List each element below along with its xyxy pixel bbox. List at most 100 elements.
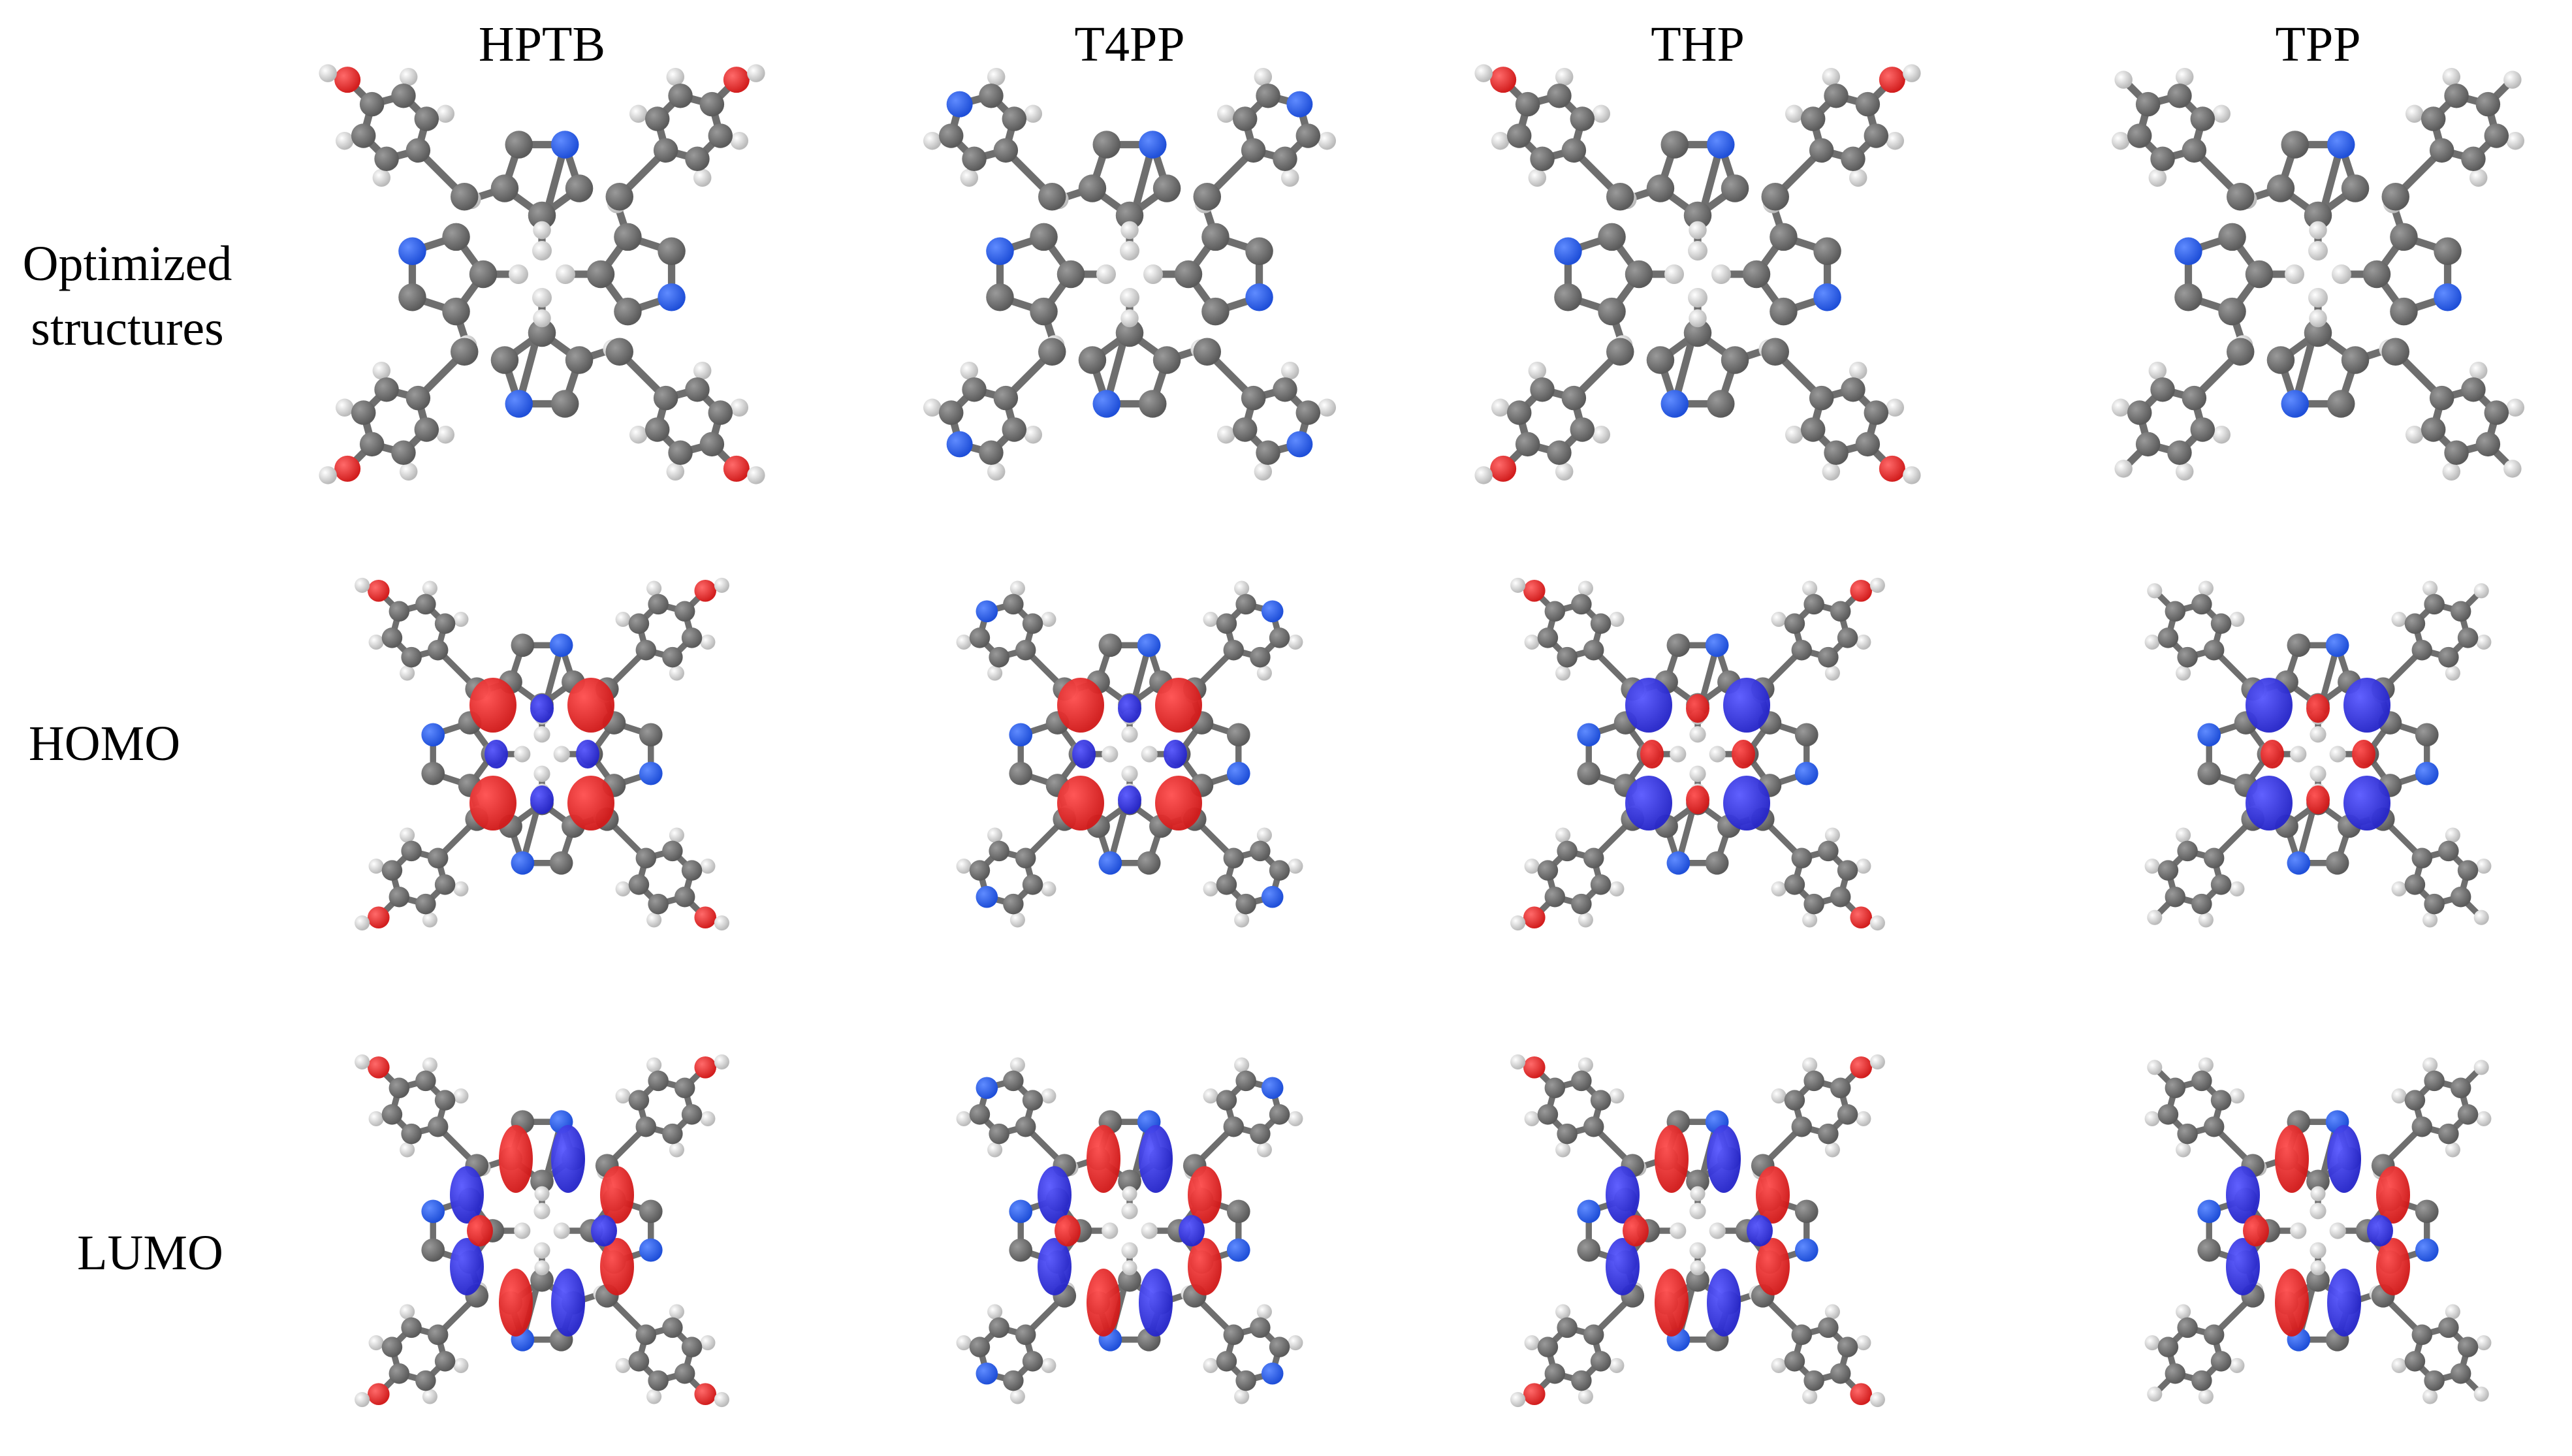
- carbon-atom: [414, 106, 439, 131]
- hydrogen-atom: [1510, 577, 1526, 593]
- porphyrin-molecule: [923, 67, 1337, 481]
- nitrogen-atom: [1137, 633, 1161, 657]
- hydrogen-atom: [1041, 881, 1056, 896]
- hydrogen-atom: [714, 1392, 729, 1408]
- carbon-atom: [2177, 840, 2198, 862]
- nitrogen-atom: [946, 91, 973, 118]
- carbon-atom: [938, 123, 964, 148]
- carbon-atom: [1152, 346, 1181, 374]
- carbon-atom: [1818, 646, 1839, 668]
- carbon-atom: [1015, 847, 1036, 869]
- carbon-atom: [1813, 237, 1841, 265]
- hydrogen-atom: [1856, 859, 1871, 874]
- carbon-atom: [1015, 1324, 1036, 1346]
- carbon-atom: [986, 283, 1014, 311]
- carbon-atom: [708, 123, 733, 148]
- positive-lobe: [2352, 740, 2375, 768]
- negative-lobe: [1038, 1166, 1072, 1224]
- hydrogen-atom: [422, 912, 437, 928]
- porphyrin-molecule: [2111, 67, 2525, 481]
- positive-lobe: [1055, 1215, 1081, 1246]
- hydrogen-atom: [2308, 288, 2328, 308]
- carbon-atom: [635, 639, 657, 661]
- carbon-atom: [2475, 432, 2501, 457]
- hydrogen-atom: [1709, 746, 1726, 763]
- carbon-atom: [2415, 1199, 2439, 1224]
- hydrogen-atom: [1141, 1222, 1158, 1239]
- carbon-atom: [1235, 1070, 1256, 1092]
- carbon-atom: [1152, 174, 1181, 202]
- carbon-atom: [2218, 223, 2246, 251]
- carbon-atom: [1232, 417, 1258, 442]
- carbon-atom: [1803, 893, 1824, 915]
- hydrogen-atom: [1009, 1389, 1025, 1404]
- carbon-atom: [2182, 138, 2207, 163]
- carbon-atom: [614, 297, 642, 326]
- hydrogen-atom: [2310, 1203, 2326, 1220]
- carbon-atom: [1830, 1363, 1851, 1384]
- hydrogen-atom: [2144, 634, 2160, 650]
- nitrogen-atom: [511, 851, 535, 875]
- positive-lobe: [469, 776, 516, 831]
- carbon-atom: [1583, 639, 1604, 661]
- carbon-atom: [1250, 1317, 1271, 1338]
- carbon-atom: [1506, 123, 1532, 148]
- hydrogen-atom: [1869, 1392, 1885, 1408]
- hydrogen-atom: [1822, 67, 1841, 86]
- hydrogen-atom: [422, 1057, 437, 1073]
- hydrogen-atom: [730, 131, 749, 150]
- carbon-atom: [414, 417, 439, 442]
- carbon-atom: [1791, 1324, 1813, 1346]
- carbon-atom: [1250, 646, 1271, 668]
- hydrogen-atom: [2329, 1222, 2346, 1239]
- nitrogen-atom: [2415, 1238, 2439, 1262]
- carbon-atom: [389, 886, 410, 908]
- molecule-rendering: [2144, 1057, 2492, 1404]
- hydrogen-atom: [1510, 1054, 1526, 1069]
- nitrogen-atom: [1139, 131, 1167, 159]
- carbon-atom: [1837, 1104, 1858, 1125]
- carbon-atom: [2127, 123, 2152, 148]
- oxygen-atom: [1850, 906, 1872, 928]
- hydrogen-atom: [1802, 912, 1818, 928]
- carbon-atom: [2424, 893, 2445, 915]
- carbon-atom: [1537, 1104, 1559, 1125]
- carbon-atom: [681, 1104, 703, 1125]
- positive-lobe: [567, 678, 614, 733]
- carbon-atom: [1686, 1169, 1709, 1194]
- carbon-atom: [628, 1090, 650, 1111]
- carbon-atom: [628, 613, 650, 634]
- carbon-atom: [2457, 1337, 2479, 1357]
- hydrogen-atom: [2229, 881, 2245, 896]
- oxygen-atom: [368, 1383, 390, 1405]
- carbon-atom: [1269, 627, 1290, 648]
- hydrogen-atom: [2391, 1357, 2407, 1373]
- hydrogen-atom: [556, 264, 575, 284]
- hydrogen-atom: [956, 1111, 972, 1126]
- carbon-atom: [1115, 319, 1144, 347]
- molecule-rendering: [923, 67, 1337, 481]
- carbon-atom: [1791, 1116, 1813, 1137]
- carbon-atom: [1571, 1070, 1592, 1092]
- hydrogen-atom: [1491, 398, 1510, 417]
- hydrogen-atom: [1143, 264, 1163, 284]
- molecule-cell-tpp-homo: [2089, 542, 2547, 966]
- carbon-atom: [1269, 1104, 1290, 1125]
- carbon-atom: [2450, 1363, 2471, 1384]
- nitrogen-atom: [1286, 91, 1313, 118]
- carbon-atom: [2390, 223, 2418, 251]
- nitrogen-atom: [1666, 851, 1691, 875]
- hydrogen-atom: [1009, 580, 1025, 596]
- carbon-atom: [1809, 138, 1834, 163]
- carbon-atom: [1830, 1077, 1851, 1099]
- carbon-atom: [1809, 385, 1834, 411]
- carbon-atom: [1003, 893, 1024, 915]
- porphyrin-molecule: [2144, 580, 2492, 928]
- nitrogen-atom: [421, 1199, 445, 1224]
- hydrogen-atom: [646, 1389, 662, 1404]
- hydrogen-atom: [2229, 1088, 2245, 1104]
- negative-lobe: [1072, 740, 1096, 768]
- carbon-atom: [2461, 146, 2486, 172]
- carbon-atom: [1561, 138, 1587, 163]
- hydrogen-atom: [1802, 1057, 1818, 1073]
